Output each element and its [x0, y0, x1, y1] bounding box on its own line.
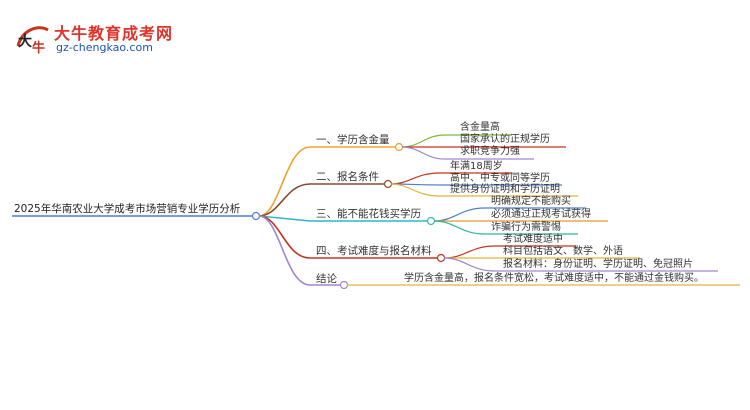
leaf-item[interactable]: 高中、中专或同等学历 — [450, 173, 550, 184]
branch-label[interactable]: 二、报名条件 — [316, 171, 379, 183]
branch-label[interactable]: 四、考试难度与报名材料 — [316, 245, 432, 257]
leaf-item[interactable]: 年满18周岁 — [450, 161, 503, 172]
mindmap-root[interactable]: 2025年华南农业大学成考市场营销专业学历分析 — [14, 203, 241, 215]
leaf-item[interactable]: 提供身份证明和学历证明 — [450, 184, 560, 195]
svg-text:牛: 牛 — [32, 40, 45, 56]
branch-label[interactable]: 三、能不能花钱买学历 — [316, 208, 421, 220]
leaf-item[interactable]: 学历含金量高，报名条件宽松，考试难度适中，不能通过金钱购买。 — [404, 273, 704, 284]
leaf-item[interactable]: 考试难度适中 — [503, 234, 563, 245]
branch-label[interactable]: 一、学历含金量 — [316, 134, 390, 146]
leaf-item[interactable]: 国家承认的正规学历 — [460, 134, 550, 145]
leaf-item[interactable]: 诈骗行为需警惕 — [491, 222, 561, 233]
bull-logo-icon: 大 牛 — [16, 26, 49, 56]
leaf-item[interactable]: 科目包括语文、数学、外语 — [503, 246, 623, 257]
branch-label[interactable]: 结论 — [316, 273, 337, 285]
logo[interactable]: 大 牛 大牛教育成考网 gz-chengkao.com — [12, 16, 172, 58]
leaf-item[interactable]: 明确规定不能购买 — [491, 196, 571, 207]
leaf-item[interactable]: 必须通过正规考试获得 — [491, 209, 591, 220]
leaf-item[interactable]: 求职竞争力强 — [460, 146, 520, 157]
leaf-item[interactable]: 报名材料：身份证明、学历证明、免冠照片 — [503, 259, 693, 270]
logo-url: gz-chengkao.com — [56, 41, 153, 54]
leaf-item[interactable]: 含金量高 — [460, 122, 500, 133]
logo-title: 大牛教育成考网 — [54, 24, 174, 43]
svg-text:大: 大 — [18, 33, 32, 50]
